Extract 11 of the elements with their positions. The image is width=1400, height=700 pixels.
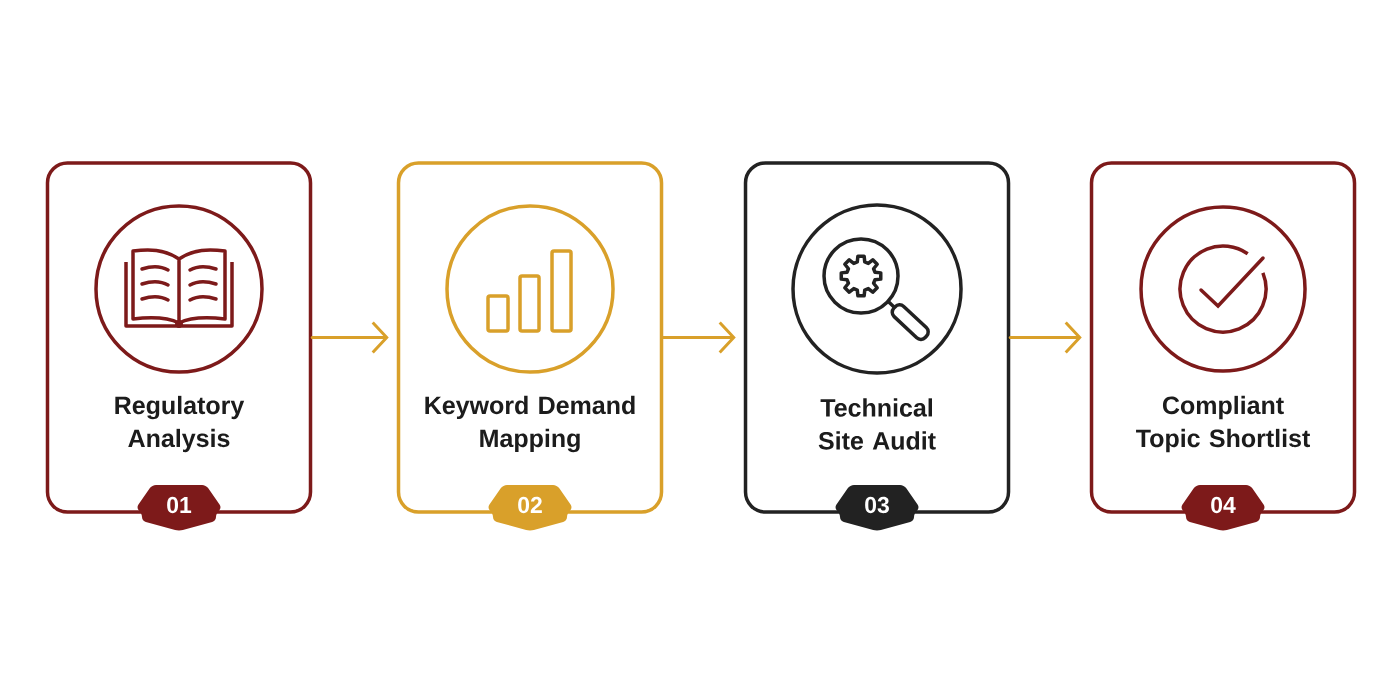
step-title: Keyword Demand Mapping: [425, 395, 635, 453]
number-badge: 03: [835, 485, 919, 531]
arrow: [1008, 321, 1082, 354]
step-title: Compliant Topic Shortlist: [1136, 395, 1310, 453]
arrow: [661, 321, 736, 354]
arrow: [310, 321, 389, 354]
step-title: Regulatory Analysis: [115, 395, 245, 453]
number-badge: 02: [488, 485, 572, 531]
number-badge: 01: [137, 485, 221, 531]
number-badge: 04: [1181, 485, 1265, 531]
step-title: Technical Site Audit: [818, 398, 936, 450]
